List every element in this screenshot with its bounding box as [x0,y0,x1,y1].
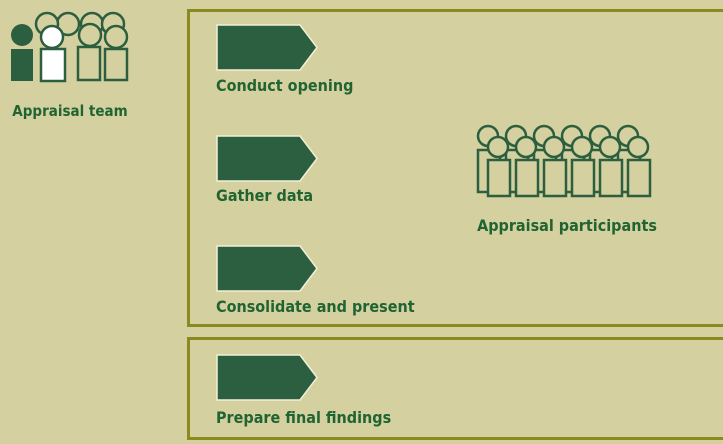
arrow-icon [216,245,318,292]
step-label-consolidate-and-present: Consolidate and present [216,297,415,316]
people-group-icon [11,11,129,83]
appraisal-participants-label: Appraisal participants [477,216,657,235]
arrow-icon [216,24,318,71]
arrow-icon [216,354,318,401]
phase-panel-main [187,9,723,327]
step-label-prepare-final-findings: Prepare final findings [216,408,392,427]
people-group-icon [476,124,652,198]
arrow-icon [216,135,318,182]
step-label-gather-data: Gather data [216,186,314,205]
step-label-conduct-opening: Conduct opening [216,76,354,95]
phase-panel-final [187,337,723,440]
appraisal-team-label: Appraisal team [12,102,128,120]
